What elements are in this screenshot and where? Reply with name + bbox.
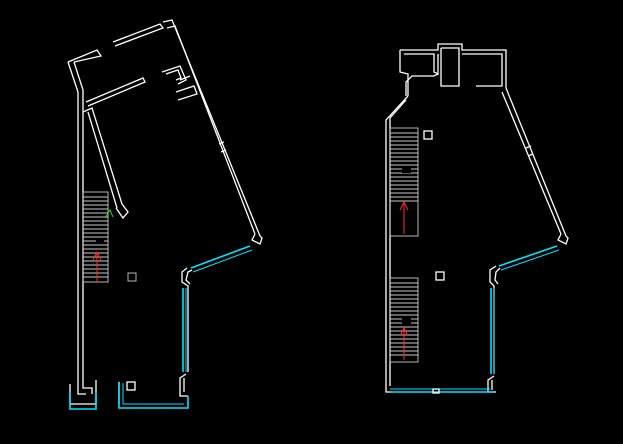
right-columns — [423, 130, 445, 281]
left-interior-walls — [82, 65, 198, 220]
left-stair-arrow — [92, 250, 102, 282]
right-staircase-upper — [389, 127, 419, 237]
left-outer-walls — [67, 19, 263, 405]
left-columns — [126, 272, 137, 391]
right-glazing — [390, 245, 560, 394]
left-north-marker — [104, 208, 114, 219]
left-staircase — [82, 191, 109, 283]
left-glazing — [69, 245, 253, 410]
right-outer-walls — [385, 43, 569, 393]
right-floor-plan[interactable] — [385, 43, 569, 394]
right-stair-arrows — [399, 200, 409, 360]
right-staircase-lower — [389, 277, 419, 363]
left-floor-plan[interactable] — [67, 19, 263, 410]
